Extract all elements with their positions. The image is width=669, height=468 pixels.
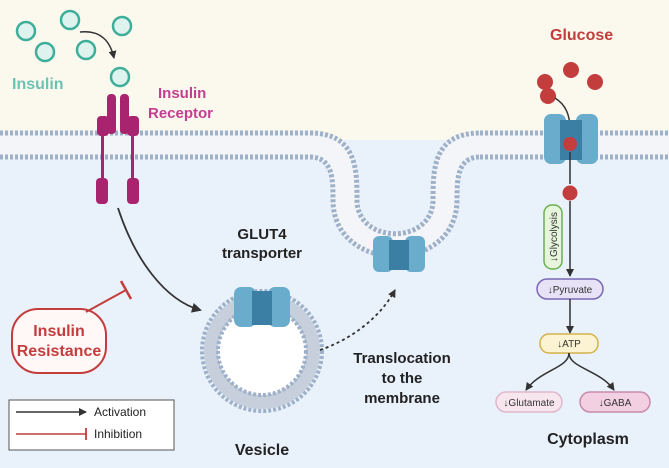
glycolysis-box [543,204,563,270]
glucose-molecules [537,62,603,104]
translocation-label-line2: to the [382,370,423,387]
glutamate-box [495,391,563,413]
glut4-label-line1: GLUT4 [237,226,287,243]
atp-label: ↓ATP [557,339,581,350]
insulin-receptor [96,94,139,204]
insulin-molecules [15,9,133,88]
translocation-label-line3: membrane [364,390,440,407]
atp-glutamate-arrow [525,352,570,391]
insulin-label: Insulin [12,76,64,93]
receptor-label-line2: Receptor [148,105,213,122]
glutamate-label: ↓Glutamate [503,398,555,409]
receptor-label-line1: Insulin [158,85,206,102]
glut4-label-line2: transporter [222,245,302,262]
resistance-label-line2: Resistance [17,343,102,360]
gaba-box [579,391,651,413]
translocation-arrow [319,289,396,351]
membrane-glut4-transporter [373,236,425,272]
vesicle-glut4-transporter [234,287,290,327]
insulin-binding-arrow [79,31,117,59]
translocation-label-line1: Translocation [353,350,451,367]
insulin-resistance-badge [11,308,107,374]
glucose-transporter [544,114,598,164]
atp-gaba-arrow [568,352,615,391]
gaba-label: ↓GABA [599,398,632,409]
inhibition-arrow [85,280,133,313]
glycolysis-label: ↓Glycolysis [549,212,560,262]
legend: Activation Inhibition [8,399,175,451]
legend-activation-label: Activation [94,405,146,419]
glucose-label: Glucose [550,27,613,44]
pyruvate-label: ↓Pyruvate [548,285,593,296]
vesicle-label: Vesicle [235,442,289,459]
intracellular-glucose [562,185,578,201]
cytoplasm-label: Cytoplasm [547,431,629,448]
vesicle [200,289,324,413]
receptor-activation-arrow [117,207,202,313]
legend-inhibition-label: Inhibition [94,427,142,441]
resistance-label-line1: Insulin [33,323,85,340]
